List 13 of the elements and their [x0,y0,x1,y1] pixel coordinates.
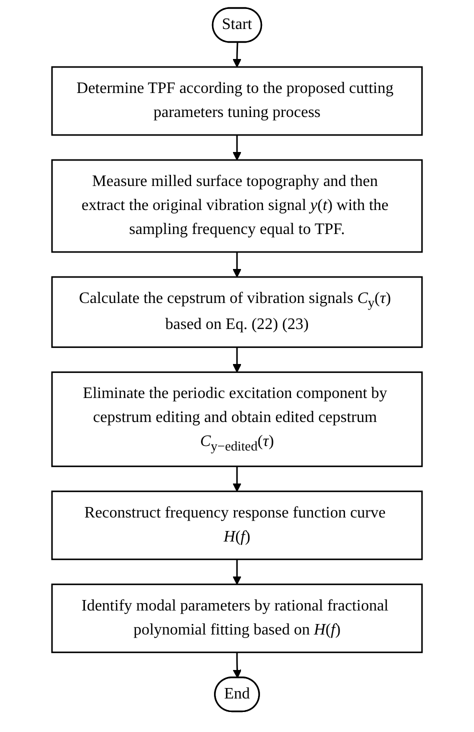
node-box: Determine TPF according to the proposed cutting parameters tuning process [51,66,423,136]
arrow [232,466,242,492]
arrow [232,559,242,585]
node-box: Measure milled surface topography and then extract the original vibration signal y(t) with the sampling frequency equal to TPF. [51,159,423,253]
arrow [232,252,242,278]
arrow [232,135,242,160]
node-box: Calculate the cepstrum of vibration signals C$_{y}$(τ) based on Eq. (22) (23) [51,276,423,348]
node-box: Identify modal parameters by rational fractional polynomial fitting based on H(f) [51,584,423,654]
arrow [232,347,242,373]
node-box: Reconstruct frequency response function curve H(f) [51,490,423,560]
arrow [232,42,242,68]
node-box: Eliminate the periodic excitation component by cepstrum editing and obtain edited cepstrum C$_{y−edited}$(τ) [51,371,423,468]
arrow [232,652,242,678]
